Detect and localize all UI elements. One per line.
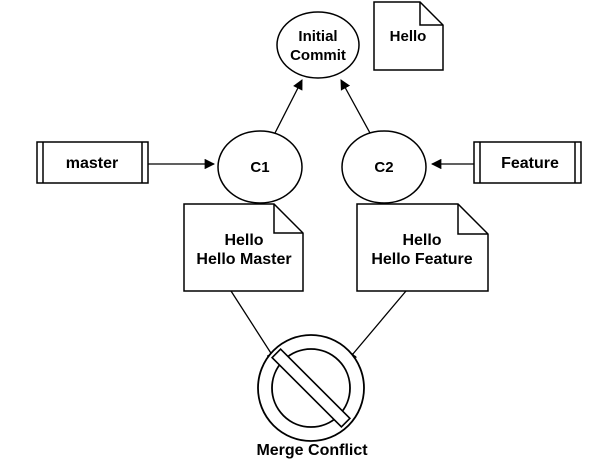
feature-branch-label: Feature [501,155,559,172]
arrow-c2-to-initial [340,79,371,134]
feature-branch-box[interactable]: Feature [473,141,582,184]
c1-file-line2: Hello Master [196,251,291,268]
arrow-c1file-to-merge [230,290,277,362]
master-branch-box[interactable]: master [36,141,149,184]
arrow-c2file-to-merge [346,290,407,362]
no-entry-icon [257,334,365,442]
c1-label: C1 [250,159,269,176]
initial-commit-line2: Commit [290,47,346,64]
c2-node[interactable]: C2 [341,130,427,204]
c1-file-doc[interactable]: Hello Hello Master [183,203,304,292]
merge-conflict-label: Merge Conflict [256,442,368,459]
initial-commit-node[interactable]: Initial Commit [276,11,360,79]
initial-commit-line1: Initial [298,28,337,45]
c2-file-doc[interactable]: Hello Hello Feature [356,203,489,292]
c1-file-line1: Hello [224,232,263,249]
c1-node[interactable]: C1 [217,130,303,204]
c2-file-line2: Hello Feature [371,251,472,268]
c2-label: C2 [374,159,393,176]
initial-file-doc[interactable]: Hello [373,1,444,71]
c2-file-line1: Hello [402,232,441,249]
master-branch-label: master [66,155,118,172]
arrow-c1-to-initial [274,79,303,134]
initial-file-text: Hello [390,28,427,45]
